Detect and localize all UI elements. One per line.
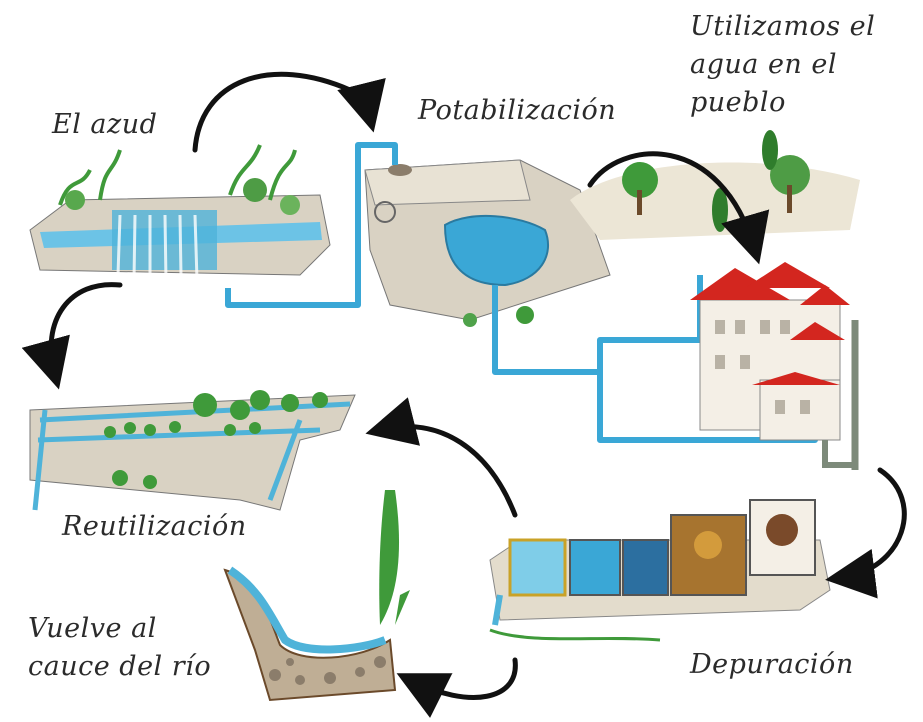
label-azud: El azud (52, 109, 158, 140)
label-rio: Vuelve al cauce del río (28, 610, 211, 686)
label-potabilizacion: Potabilización (418, 95, 617, 126)
arrow-pueblo-to-depuracion (825, 467, 907, 599)
reuse-fields-illustration (29, 390, 356, 511)
arrow-azud-to-potabilizacion (192, 71, 386, 153)
arrow-potabilizacion-to-pueblo (587, 151, 770, 265)
label-pueblo-line-3: pueblo (690, 87, 786, 118)
treatment-plant-illustration (364, 159, 611, 327)
wastewater-plant-illustration (489, 499, 831, 642)
label-rio-line-1: Vuelve al (28, 613, 157, 644)
label-pueblo: Utilizamos el agua en el pueblo (690, 8, 875, 122)
label-depuracion: Depuración (690, 649, 854, 680)
arrow-azud-to-reutilizacion (21, 282, 123, 390)
cycle-arrows (21, 71, 907, 719)
arrow-depuracion-to-reutilizacion (365, 397, 518, 518)
label-pueblo-line-1: Utilizamos el (690, 11, 876, 42)
label-rio-line-2: cauce del río (28, 651, 212, 682)
riverbed-illustration (223, 490, 410, 702)
village-illustration (570, 130, 860, 470)
label-reutilizacion: Reutilización (62, 511, 247, 542)
weir-illustration (29, 144, 331, 283)
arrow-depuracion-to-rio (396, 657, 518, 719)
label-pueblo-line-2: agua en el (690, 49, 838, 80)
